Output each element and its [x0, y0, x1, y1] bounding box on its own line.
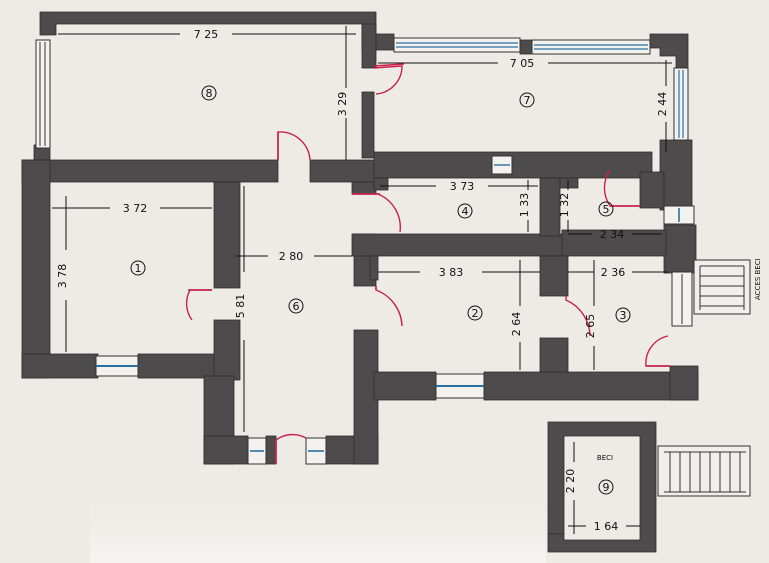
door-room8-6	[277, 131, 311, 161]
paper-fade	[90, 476, 546, 563]
wall-room8-right-bottom	[361, 91, 375, 159]
wall-right-upper	[659, 139, 693, 211]
room-marker-5: 5	[598, 201, 614, 217]
wall-1-6-upper	[213, 181, 241, 289]
wall-4-5	[539, 177, 561, 237]
dim-room9-height: 2 20	[564, 469, 577, 494]
doors	[185, 65, 670, 464]
window-room7-top-left	[393, 37, 521, 53]
wall-right-mid	[663, 224, 697, 274]
wall-room5-top	[559, 177, 579, 189]
dim-room5-height: 1 32	[558, 193, 571, 218]
door-room5	[603, 169, 640, 207]
room-marker-2: 2	[467, 305, 483, 321]
wall-2-3-upper	[539, 255, 569, 297]
door-room3-exterior	[645, 335, 670, 367]
windows	[35, 37, 695, 465]
dim-room7-height: 2 44	[656, 92, 669, 117]
room-number-3: 3	[620, 309, 627, 322]
window-room7-right	[673, 67, 689, 141]
dim-room4-width: 3 73	[450, 180, 475, 193]
dim-room2-width: 3 83	[439, 266, 464, 279]
dim-room3-height: 2 65	[584, 314, 597, 339]
wall-room6-bottom-left	[203, 435, 249, 465]
window-room8-left	[35, 39, 51, 149]
room-number-6: 6	[293, 300, 300, 313]
wall-room2-3-bottom	[483, 371, 699, 401]
room-marker-4: 4	[457, 203, 473, 219]
wall-room5-right	[639, 171, 665, 209]
room-marker-7: 7	[519, 92, 535, 108]
dim-room4-height: 1 33	[518, 193, 531, 218]
wall-room7-bottom	[373, 151, 653, 179]
wall-room1-left	[21, 159, 51, 379]
wall-room2-bottom-left	[373, 371, 437, 401]
basement-label: BECI	[597, 454, 613, 462]
wall-4-2-horizontal	[351, 233, 569, 257]
dim-room6-width: 2 80	[279, 250, 304, 263]
room-number-1: 1	[135, 262, 142, 275]
walls	[21, 11, 699, 553]
dim-room1-height: 3 78	[56, 264, 69, 289]
room-marker-3: 3	[615, 307, 631, 323]
room-markers: 8 7 4 5 1 6 2 3 9	[130, 85, 631, 495]
room-marker-6: 6	[288, 298, 304, 314]
door-room8-7	[373, 65, 403, 95]
room-number-2: 2	[472, 307, 479, 320]
room-marker-8: 8	[201, 85, 217, 101]
wall-room9	[547, 421, 657, 553]
basement-access-label: ACCES BECI	[754, 258, 762, 300]
dim-room2-height: 2 64	[510, 312, 523, 337]
dim-room6-height: 5 81	[234, 294, 247, 319]
dim-room9-width: 1 64	[594, 520, 619, 533]
dim-room8-width: 7 25	[194, 28, 219, 41]
wall-room7-top-left	[375, 33, 395, 51]
wall-room7-top-mid	[519, 39, 533, 55]
wall-room6-bottom-mid	[265, 435, 277, 465]
wall-8-6-horizontal-right	[309, 159, 377, 183]
wall-1-6-lower	[213, 319, 241, 381]
dim-room1-width: 3 72	[123, 202, 148, 215]
dim-room8-height: 3 29	[336, 92, 349, 117]
door-room2-3	[565, 296, 591, 337]
dimension-lines	[52, 26, 672, 534]
wall-room6-right-top	[351, 181, 377, 195]
wall-room2-left-top	[369, 255, 379, 281]
door-room6-exterior	[275, 433, 307, 464]
dim-room3-width: 2 36	[601, 266, 626, 279]
door-room6-2	[375, 286, 403, 327]
door-leaves	[188, 63, 670, 464]
room-number-4: 4	[462, 205, 469, 218]
wall-room3-bottom-right	[669, 365, 699, 401]
dim-room7-width: 7 05	[510, 57, 535, 70]
wall-room4-top-left	[373, 177, 389, 191]
room-number-9: 9	[603, 481, 610, 494]
room-number-5: 5	[603, 203, 610, 216]
room-marker-9: 9	[598, 479, 614, 495]
stairs-basement	[657, 445, 751, 497]
wall-8-1-horizontal	[21, 159, 279, 183]
room-marker-1: 1	[130, 260, 146, 276]
dim-room5-width: 2 34	[600, 228, 625, 241]
wall-2-3-lower	[539, 337, 569, 375]
room-number-8: 8	[206, 87, 213, 100]
stairs-main	[693, 259, 751, 315]
room-number-7: 7	[524, 94, 531, 107]
wall-room1-bottom-left	[21, 353, 99, 379]
wall-room8-right-top	[361, 23, 377, 69]
window-room7-top-right	[531, 39, 651, 55]
